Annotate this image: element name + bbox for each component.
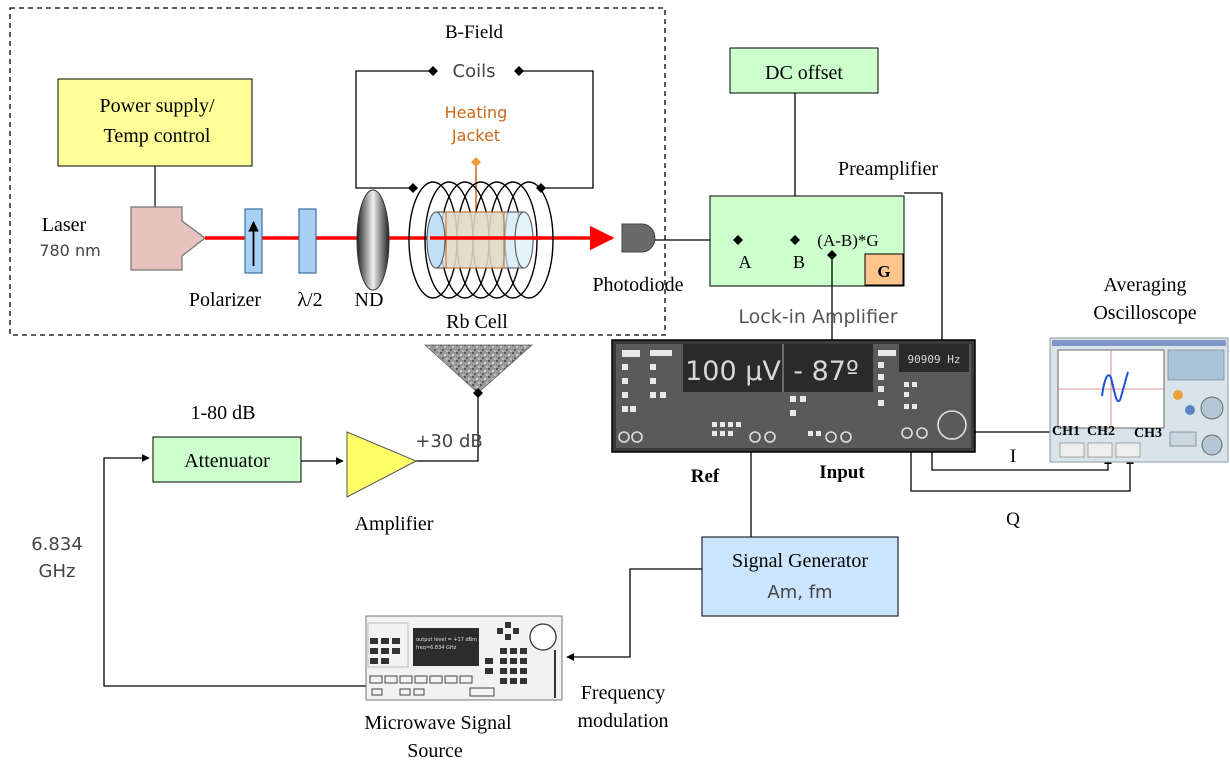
mw-label-1: Microwave Signal: [364, 712, 512, 734]
preamp-input-a: [733, 235, 743, 245]
coil-terminal-1: [428, 66, 438, 76]
fm-label-1: Frequency: [581, 682, 665, 704]
coil-terminal-4: [536, 183, 546, 193]
nd-filter: [356, 189, 390, 291]
oscilloscope: [1049, 337, 1229, 463]
signal-generator-box: [701, 536, 899, 617]
freq-label-1: 6.834: [31, 534, 83, 555]
dc-offset-label: DC offset: [765, 62, 843, 84]
preamp-a-label: A: [739, 252, 752, 272]
q-label: Q: [1006, 509, 1020, 530]
half-wave-label: λ/2: [297, 289, 322, 311]
mw-screen-line2: freq=6.834 GHz: [416, 645, 457, 651]
mw-label-2: Source: [407, 740, 463, 762]
power-supply-line2: Temp control: [104, 125, 211, 147]
nd-label: ND: [355, 289, 384, 311]
dc-offset-box: [729, 47, 879, 94]
photodiode: [621, 223, 656, 253]
lockin-label: Lock-in Amplifier: [738, 306, 897, 328]
freq-label-2: GHz: [39, 561, 76, 582]
laser-body: [130, 206, 207, 271]
optics-enclosure: [9, 7, 666, 336]
coil-wire-right: [519, 70, 594, 189]
preamp-formula: (A-B)*G: [817, 231, 878, 250]
polarizer-label: Polarizer: [189, 289, 262, 311]
rb-cell-label: Rb Cell: [446, 311, 508, 333]
power-supply-line1: Power supply/: [100, 95, 215, 117]
amplifier-triangle: [346, 431, 418, 498]
fm-label-2: modulation: [577, 710, 668, 732]
microwave-source: [365, 615, 563, 701]
rb-cell: [426, 211, 534, 269]
preamp-power-wire: [904, 192, 943, 343]
attenuator-box: [152, 436, 302, 483]
half-wave-plate: [298, 208, 317, 274]
coil-terminal-3: [408, 183, 418, 193]
mw-to-attn-wire: [103, 454, 366, 687]
coil-wire-left: [355, 70, 433, 189]
mw-screen-line1: output level = +17 dBm: [416, 637, 477, 643]
preamp-gain-label: G: [877, 262, 890, 281]
preamp-label: Preamplifier: [838, 158, 938, 180]
siggen-to-mw-wire: [566, 568, 702, 661]
input-label: Input: [819, 462, 865, 483]
osc-label-1: Averaging: [1104, 274, 1187, 296]
attenuator-db: 1-80 dB: [191, 402, 256, 424]
heating-label-2: Jacket: [451, 126, 500, 145]
attenuator-label: Attenuator: [184, 450, 270, 472]
amp-to-horn-wire: [416, 393, 479, 462]
heating-label-1: Heating: [445, 103, 508, 122]
lockin-amplitude: 100 µV: [685, 356, 781, 387]
photodiode-label: Photodiode: [592, 274, 683, 296]
heating-terminal: [471, 157, 481, 167]
i-label: I: [1010, 446, 1016, 467]
siggen-label-1: Signal Generator: [732, 550, 868, 572]
amplifier-label: Amplifier: [355, 513, 434, 535]
i-wire: [931, 452, 1112, 471]
bfield-label: B-Field: [445, 22, 504, 43]
preamp-gain-box: [864, 253, 904, 286]
ch1-label: CH1: [1052, 424, 1080, 439]
ch2-label: CH2: [1087, 424, 1115, 439]
amplifier-gain: +30 dB: [415, 431, 482, 452]
preamp-input-b: [790, 235, 800, 245]
lockin-amplifier: [611, 339, 976, 453]
laser-wavelength: 780 nm: [39, 241, 100, 260]
microwave-horn: [423, 344, 534, 394]
ch3-label: CH3: [1134, 426, 1162, 441]
osc-label-2: Oscilloscope: [1093, 302, 1196, 324]
lockin-phase: - 87º: [793, 356, 858, 387]
preamp-b-label: B: [793, 252, 805, 272]
siggen-label-2: Am, fm: [767, 582, 832, 603]
coil-terminal-2: [514, 66, 524, 76]
lockin-frequency: 90909 Hz: [908, 353, 961, 366]
q-wire: [910, 452, 1134, 492]
laser-label: Laser: [42, 214, 87, 236]
ref-label: Ref: [691, 466, 720, 487]
coils-label: Coils: [453, 61, 496, 82]
power-supply-box: [57, 78, 253, 167]
